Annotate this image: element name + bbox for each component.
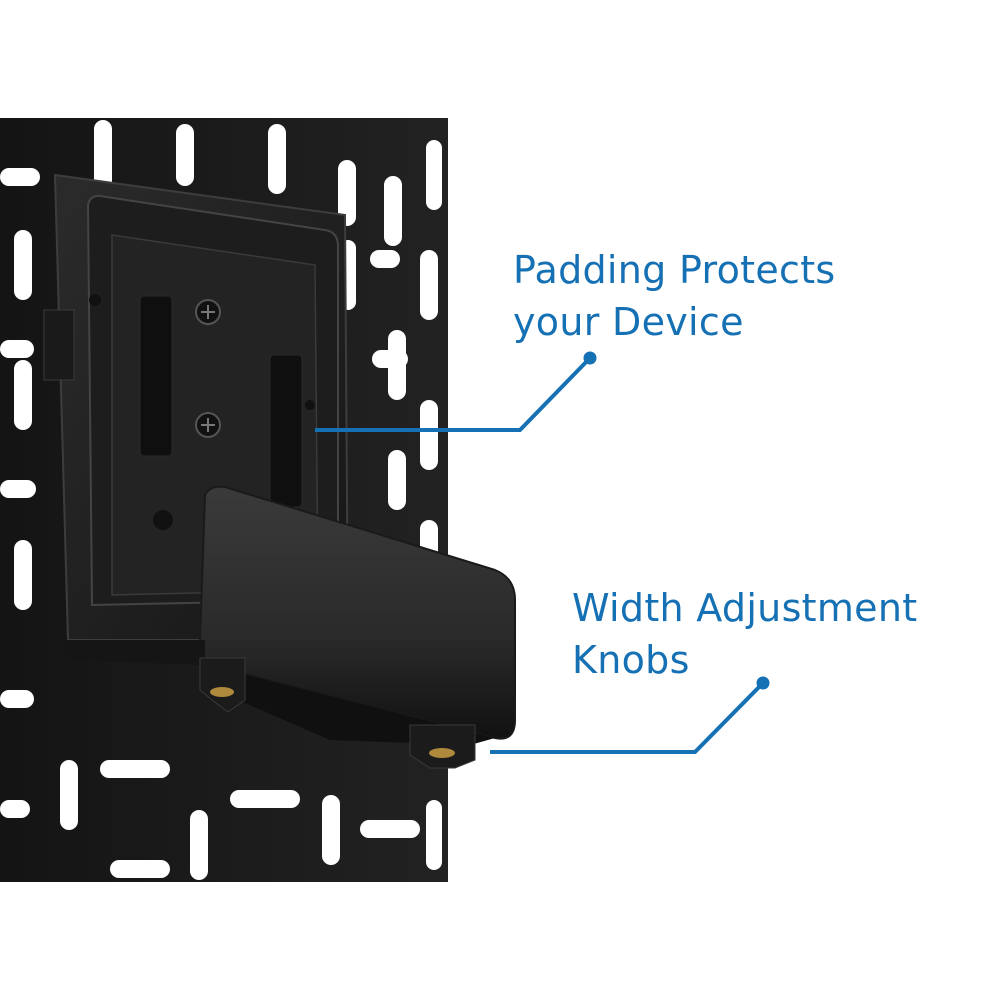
screw-bottom (195, 412, 221, 438)
callout-label-line: Padding Protects (513, 248, 836, 292)
callout-label-line: your Device (513, 300, 744, 344)
callout-label-line: Knobs (572, 638, 690, 682)
callout-label-padding: Padding Protects your Device (513, 244, 836, 348)
callout-pointer-knobs (490, 676, 770, 754)
width-adjustment-knob-left (199, 657, 246, 713)
callout-label-line: Width Adjustment (572, 586, 918, 630)
callout-pointer-padding (315, 351, 597, 432)
callout-label-knobs: Width Adjustment Knobs (572, 582, 917, 686)
screw-top (195, 299, 221, 325)
width-adjustment-knob-right (409, 724, 476, 769)
foam-pad-left (139, 295, 173, 457)
foam-pad-right (269, 354, 303, 508)
